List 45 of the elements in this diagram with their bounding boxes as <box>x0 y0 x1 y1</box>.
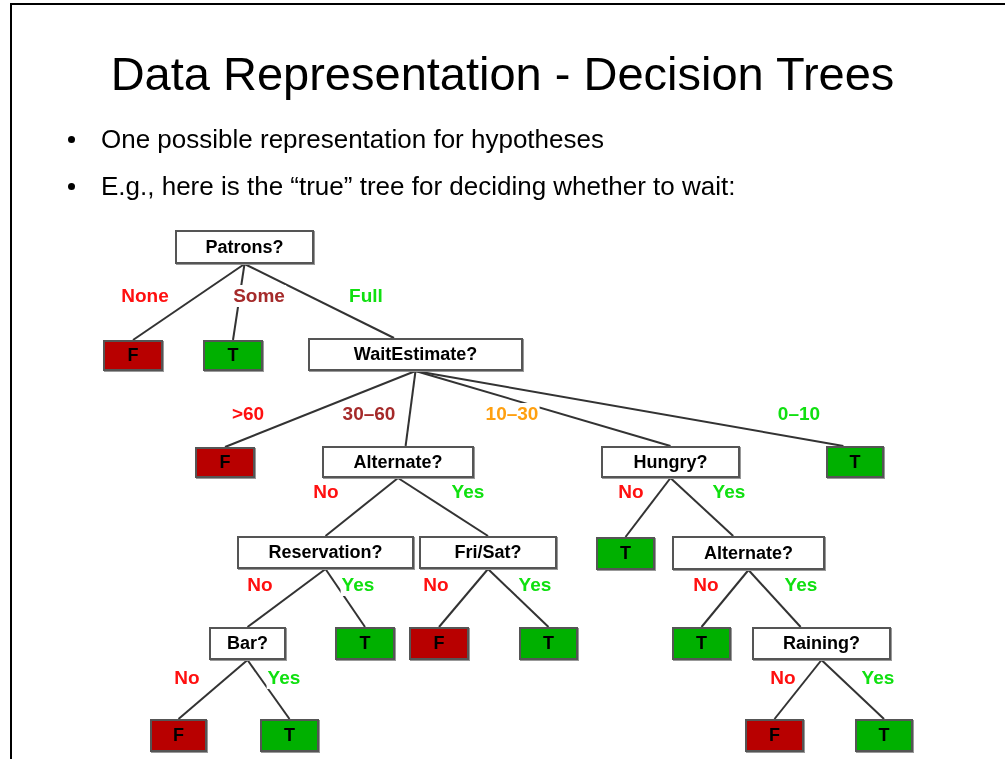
leaf-box: T <box>596 537 655 570</box>
branch-line <box>224 370 417 448</box>
branch-line <box>132 263 246 341</box>
decision-box: Fri/Sat? <box>419 536 557 569</box>
slide-title: Data Representation - Decision Trees <box>109 46 896 101</box>
branch-line <box>700 569 750 628</box>
decision-box: Patrons? <box>175 230 314 264</box>
branch-line <box>820 659 885 720</box>
bullet-text: One possible representation for hypotheses <box>101 124 604 155</box>
leaf-box: T <box>672 627 731 660</box>
branch-line <box>177 659 249 720</box>
branch-line <box>246 568 327 628</box>
decision-box: Alternate? <box>672 536 825 570</box>
leaf-box: T <box>335 627 395 660</box>
branch-line <box>624 477 672 538</box>
leaf-box: F <box>150 719 207 752</box>
decision-box: Reservation? <box>237 536 414 569</box>
branch-line <box>243 263 395 339</box>
branch-line <box>246 659 291 720</box>
branch-line <box>404 370 417 447</box>
decision-box: Bar? <box>209 627 286 660</box>
branch-line <box>669 477 735 537</box>
branch-line <box>438 568 489 628</box>
branch-line <box>397 477 489 537</box>
leaf-box: T <box>260 719 319 752</box>
leaf-box: T <box>826 446 884 478</box>
leaf-box: F <box>745 719 804 752</box>
branch-line <box>414 370 672 447</box>
leaf-box: T <box>855 719 913 752</box>
decision-box: Raining? <box>752 627 891 660</box>
decision-box: Alternate? <box>322 446 474 478</box>
branch-line <box>747 569 802 628</box>
edge-label: Some <box>232 285 286 307</box>
leaf-box: F <box>409 627 469 660</box>
branch-line <box>487 568 550 628</box>
bullet-text: E.g., here is the “true” tree for deciding whether to wait: <box>101 171 736 202</box>
leaf-box: F <box>103 340 163 371</box>
leaf-box: T <box>519 627 578 660</box>
branch-line <box>773 659 823 720</box>
decision-box: Hungry? <box>601 446 740 478</box>
branch-line <box>324 568 366 628</box>
branch-line <box>324 477 399 537</box>
decision-box: WaitEstimate? <box>308 338 523 371</box>
leaf-box: F <box>195 447 255 478</box>
leaf-box: T <box>203 340 263 371</box>
